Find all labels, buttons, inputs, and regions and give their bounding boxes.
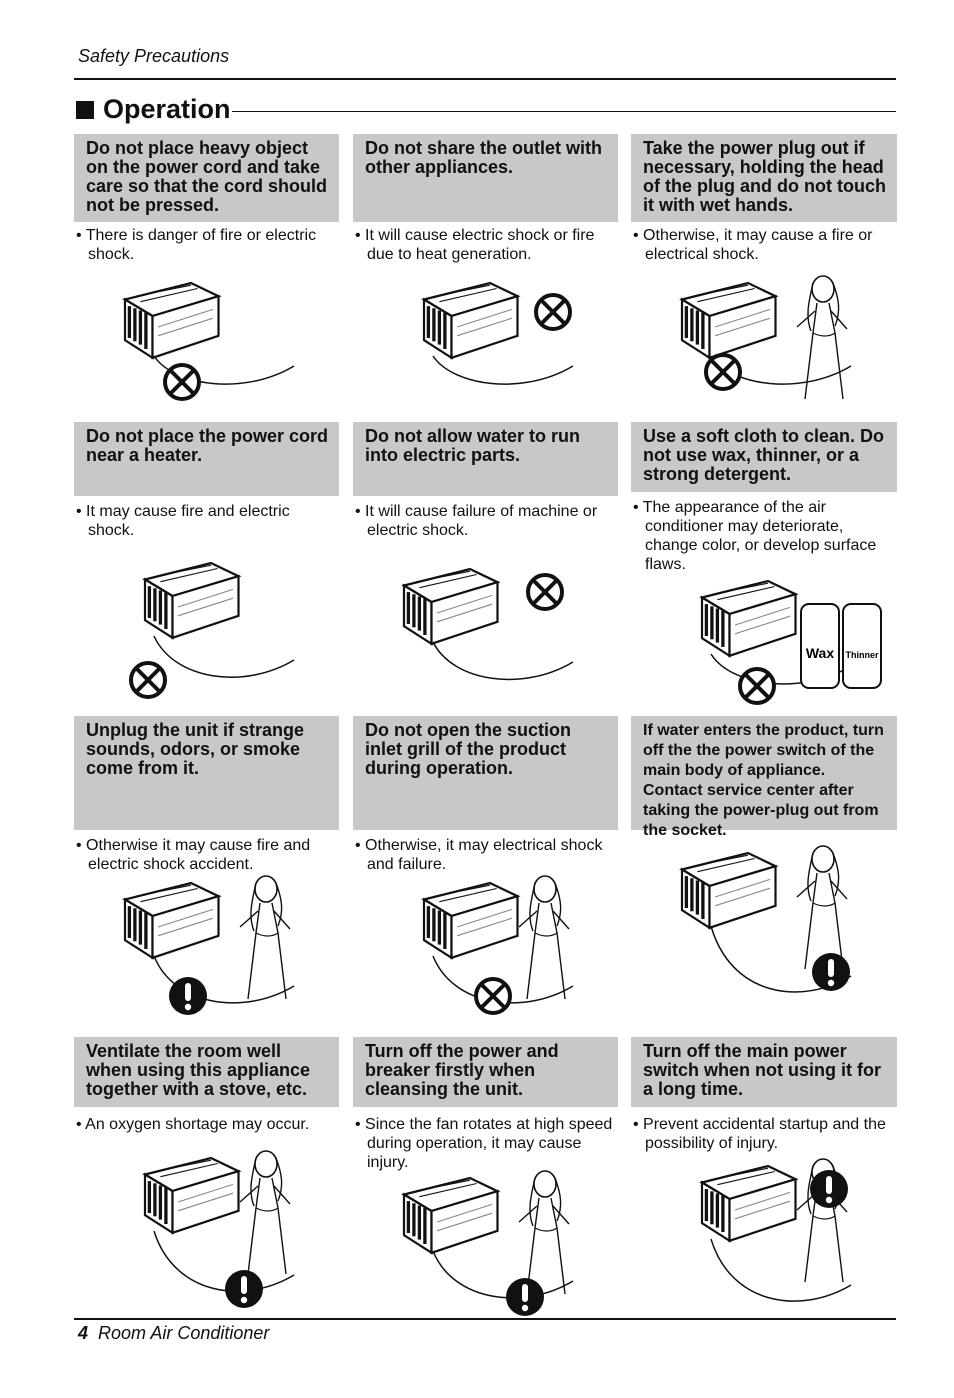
prohibit-icon <box>474 977 512 1015</box>
mandatory-icon <box>225 1270 263 1308</box>
warning-title: Ventilate the room well when using this … <box>74 1037 339 1107</box>
illustration <box>680 275 852 400</box>
person-icon <box>518 1170 570 1295</box>
wax-bottle-icon: Wax <box>800 603 840 689</box>
mandatory-icon <box>506 1278 544 1316</box>
person-icon <box>518 875 570 1000</box>
illustration <box>680 845 852 993</box>
power-cord <box>153 1230 295 1292</box>
person-icon <box>796 845 848 970</box>
bottle-label: Wax <box>806 645 834 661</box>
air-conditioner-icon <box>700 1164 798 1243</box>
prohibit-icon <box>704 353 742 391</box>
thinner-bottle-icon: Thinner <box>842 603 882 689</box>
warning-note: • The appearance of the air conditioner … <box>633 499 877 573</box>
illustration <box>123 875 295 1015</box>
warning-note: • Otherwise it may cause fire and electr… <box>76 837 311 873</box>
air-conditioner-icon <box>422 281 520 360</box>
illustration <box>143 1150 295 1308</box>
power-cord <box>432 641 574 681</box>
air-conditioner-icon <box>700 579 798 658</box>
illustration <box>402 1170 574 1316</box>
illustration <box>422 875 574 1015</box>
footer-rule <box>74 1318 896 1320</box>
warning-note: • There is danger of fire or electric sh… <box>76 227 317 263</box>
power-cord <box>153 955 295 1004</box>
warning-note: • Otherwise, it may electrical shock and… <box>355 837 603 873</box>
section-rule <box>232 111 896 112</box>
air-conditioner-icon <box>123 281 221 360</box>
illustration: Wax Thinner <box>700 579 882 705</box>
bottle-label: Thinner <box>846 650 879 660</box>
power-cord <box>710 1238 852 1302</box>
air-conditioner-icon <box>143 1156 241 1235</box>
mandatory-icon <box>169 977 207 1015</box>
power-cord <box>432 1250 574 1299</box>
air-conditioner-icon <box>680 851 778 930</box>
illustration <box>422 281 574 385</box>
prohibit-icon <box>163 363 201 401</box>
person-icon <box>796 275 848 400</box>
air-conditioner-icon <box>143 561 241 640</box>
header-label: Safety Precautions <box>78 46 230 66</box>
illustration <box>129 561 295 699</box>
illustration <box>402 567 574 681</box>
warning-note: • It will cause failure of machine or el… <box>355 503 598 539</box>
warning-title: Take the power plug out if necessary, ho… <box>631 134 897 222</box>
air-conditioner-icon <box>680 281 778 360</box>
air-conditioner-icon <box>402 567 500 646</box>
footer-title: Room Air Conditioner <box>98 1323 270 1343</box>
warning-note: • An oxygen shortage may occur. <box>76 1116 310 1133</box>
warning-note: • Otherwise, it may cause a fire or elec… <box>633 227 873 263</box>
footer-page-number: 4 <box>78 1323 89 1343</box>
warning-note: • Since the fan rotates at high speed du… <box>355 1116 613 1171</box>
person-icon <box>239 875 291 1000</box>
warning-title: Use a soft cloth to clean. Do not use wa… <box>631 422 897 492</box>
warning-note: • It will cause electric shock or fire d… <box>355 227 595 263</box>
warning-note: • Prevent accidental startup and the pos… <box>633 1116 886 1152</box>
section-square-icon <box>76 100 94 119</box>
power-cord <box>153 635 295 678</box>
warning-title: Do not place the power cord near a heate… <box>74 422 339 496</box>
person-icon <box>239 1150 291 1275</box>
warning-title: Do not open the suction inlet grill of t… <box>353 716 618 830</box>
prohibit-icon <box>526 573 564 611</box>
illustration <box>123 281 295 401</box>
prohibit-icon <box>738 667 776 705</box>
air-conditioner-icon <box>422 881 520 960</box>
power-cord <box>153 355 295 385</box>
prohibit-icon <box>534 293 572 331</box>
mandatory-icon <box>810 1170 848 1208</box>
illustration <box>700 1158 852 1302</box>
warning-note: • It may cause fire and electric shock. <box>76 503 290 539</box>
section-heading: Operation <box>76 94 231 125</box>
power-cord <box>432 355 574 385</box>
mandatory-icon <box>812 953 850 991</box>
air-conditioner-icon <box>402 1176 500 1255</box>
warning-title: If water enters the product, turn off th… <box>631 716 897 839</box>
warning-title: Do not allow water to run into electric … <box>353 422 618 496</box>
header-rule <box>74 78 896 80</box>
warning-title: Turn off the main power switch when not … <box>631 1037 897 1107</box>
air-conditioner-icon <box>123 881 221 960</box>
warning-title: Do not share the outlet with other appli… <box>353 134 618 222</box>
footer: 4 Room Air Conditioner <box>78 1323 269 1344</box>
warning-title: Do not place heavy object on the power c… <box>74 134 339 222</box>
warning-title: Unplug the unit if strange sounds, odors… <box>74 716 339 830</box>
section-title: Operation <box>103 94 231 124</box>
prohibit-icon <box>129 661 167 699</box>
warning-title: Turn off the power and breaker firstly w… <box>353 1037 618 1107</box>
